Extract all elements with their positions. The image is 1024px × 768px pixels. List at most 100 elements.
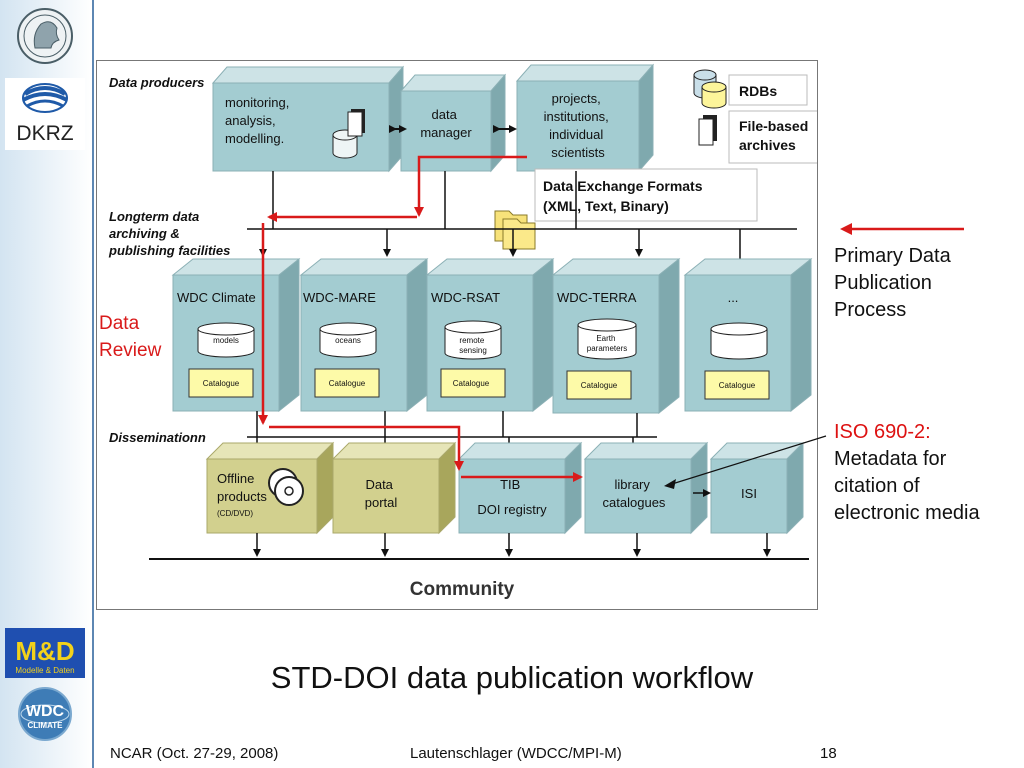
box-offline-line: Offline xyxy=(217,471,254,486)
wdc-box-mare: WDC-MARE oceans Catalogue xyxy=(299,257,429,413)
primary-publication-label: Primary Data Publication Process xyxy=(834,245,951,321)
cd-icon xyxy=(268,468,304,506)
wdc-box-terra: WDC-TERRA Earth parameters Catalogue xyxy=(551,257,681,415)
wdc-box-db-label: oceans xyxy=(335,336,361,345)
wdc-box-db-label: models xyxy=(213,336,239,345)
legend-rdbs: RDBs xyxy=(693,69,808,109)
section-label-dissemination: Disseminationn xyxy=(109,430,206,445)
slide-title: STD-DOI data publication workflow xyxy=(270,660,754,695)
box-isi: ISI xyxy=(709,441,805,535)
wdc-box-db-line: oceans xyxy=(335,336,361,345)
wdc-box-title: WDC-RSAT xyxy=(431,290,500,305)
community-label: Community xyxy=(410,579,515,600)
iso-description: Metadata for citation of electronic medi… xyxy=(834,448,980,524)
legend-file-archives: File-based archives xyxy=(698,110,848,164)
page-number: 18 xyxy=(820,745,837,762)
box-portal-line: portal xyxy=(365,495,398,510)
box-offline-line: products xyxy=(217,489,267,504)
box-projects: projects, institutions, individual scien… xyxy=(515,63,655,173)
dkrz-logo-text: DKRZ xyxy=(16,122,73,145)
iso-title: ISO 690-2: xyxy=(834,421,931,443)
box-monitoring-label: monitoring, analysis, modelling. xyxy=(225,95,293,146)
box-data-manager-label: data manager xyxy=(420,107,472,140)
workflow-diagram-svg: Data producers Longterm data archiving &… xyxy=(99,63,848,600)
wdc-box-db-line: remote xyxy=(459,336,484,345)
section-label-archiving: Longterm data archiving & publishing fac… xyxy=(108,209,230,258)
box-monitoring: monitoring, analysis, modelling. xyxy=(211,65,405,173)
box-tib-line: TIB xyxy=(500,477,520,492)
md-logo-title: M&D xyxy=(15,636,74,666)
box-projects-line: scientists xyxy=(551,145,605,160)
wdc-box-title: ... xyxy=(728,290,739,305)
data-review-line: Review xyxy=(99,340,162,361)
wdc-box-catalogue: Catalogue xyxy=(203,379,240,388)
wdc-box-db-label: remote sensing xyxy=(459,336,487,355)
wdc-box-db-line: models xyxy=(213,336,239,345)
workflow-diagram: Data producers Longterm data archiving &… xyxy=(96,60,848,610)
primary-flow-legend-arrow xyxy=(840,223,964,235)
legend-file-archives-line: File-based xyxy=(739,118,808,134)
section-label-archiving-line: Longterm data xyxy=(109,209,199,224)
database-icon xyxy=(693,69,727,109)
box-portal-line: Data xyxy=(365,477,393,492)
box-tib: TIB DOI registry xyxy=(457,441,583,535)
exchange-formats-line: (XML, Text, Binary) xyxy=(543,198,669,214)
md-logo: M&D Modelle & Daten xyxy=(5,628,85,678)
box-projects-line: projects, xyxy=(552,91,601,106)
legend-file-archives-line: archives xyxy=(739,137,796,153)
flow-projects-to-archive xyxy=(414,155,527,217)
footer-event: NCAR (Oct. 27-29, 2008) xyxy=(110,745,279,762)
exchange-formats: Data Exchange Formats (XML, Text, Binary… xyxy=(494,168,758,250)
box-offline-products: Offline products (CD/DVD) xyxy=(205,441,335,535)
legend-rdbs-label: RDBs xyxy=(739,83,777,99)
box-isi-label: ISI xyxy=(741,486,757,501)
box-monitoring-line: monitoring, xyxy=(225,95,289,110)
wdc-box-climate: WDC Climate models Catalogue xyxy=(171,257,301,413)
section-label-producers: Data producers xyxy=(109,75,204,90)
file-archive-icon xyxy=(347,109,365,137)
box-projects-line: individual xyxy=(549,127,603,142)
primary-publication-flow xyxy=(258,155,583,482)
wdc-box-other: ... Catalogue xyxy=(683,257,813,413)
wdc-box-rsat: WDC-RSAT remote sensing Catalogue xyxy=(425,257,555,413)
folder-icon xyxy=(494,210,536,250)
box-tib-label: TIB DOI registry xyxy=(477,477,547,517)
wdc-box-catalogue: Catalogue xyxy=(453,379,490,388)
box-monitoring-line: modelling. xyxy=(225,131,284,146)
box-offline-label: Offline products (CD/DVD) xyxy=(217,471,271,518)
box-library-line: catalogues xyxy=(603,495,666,510)
box-library-label: library catalogues xyxy=(603,477,666,510)
data-review-label: Data Review xyxy=(99,313,162,361)
wdc-box-db-line: sensing xyxy=(459,346,487,355)
wdc-box-title: WDC-MARE xyxy=(303,290,376,305)
box-tib-line: DOI registry xyxy=(477,502,547,517)
box-data-portal: Data portal xyxy=(331,441,457,535)
box-projects-line: institutions, xyxy=(544,109,609,124)
box-library: library catalogues xyxy=(583,441,709,535)
exchange-formats-line: Data Exchange Formats xyxy=(543,178,703,194)
wdc-box-title: WDC-TERRA xyxy=(557,290,637,305)
box-projects-label: projects, institutions, individual scien… xyxy=(544,91,613,160)
legend-file-archives-label: File-based archives xyxy=(739,118,812,153)
wdc-climate-logo: WDC CLIMATE xyxy=(18,687,72,741)
mpg-minerva-logo xyxy=(17,8,73,64)
flow-to-dissemination xyxy=(269,425,464,471)
wdc-box-catalogue: Catalogue xyxy=(719,381,756,390)
dkrz-logo: DKRZ xyxy=(5,78,85,150)
footer-author: Lautenschlager (WDCC/MPI-M) xyxy=(410,745,622,762)
wdc-box-db-label: Earth parameters xyxy=(587,334,627,353)
section-label-archiving-line: archiving & xyxy=(109,226,180,241)
box-data-manager-line: manager xyxy=(420,125,472,140)
box-monitoring-line: analysis, xyxy=(225,113,276,128)
box-offline-line: (CD/DVD) xyxy=(217,509,253,518)
wdc-logo-title: WDC xyxy=(26,703,65,720)
wdc-box-title: WDC Climate xyxy=(177,290,256,305)
exchange-formats-label: Data Exchange Formats (XML, Text, Binary… xyxy=(543,178,706,214)
box-library-line: library xyxy=(614,477,650,492)
section-label-archiving-line: publishing facilities xyxy=(108,243,230,258)
md-logo-subtitle: Modelle & Daten xyxy=(15,666,74,675)
wdc-box-catalogue: Catalogue xyxy=(581,381,618,390)
data-review-line: Data xyxy=(99,313,140,334)
box-data-manager-line: data xyxy=(432,107,458,122)
wdc-box-catalogue: Catalogue xyxy=(329,379,366,388)
